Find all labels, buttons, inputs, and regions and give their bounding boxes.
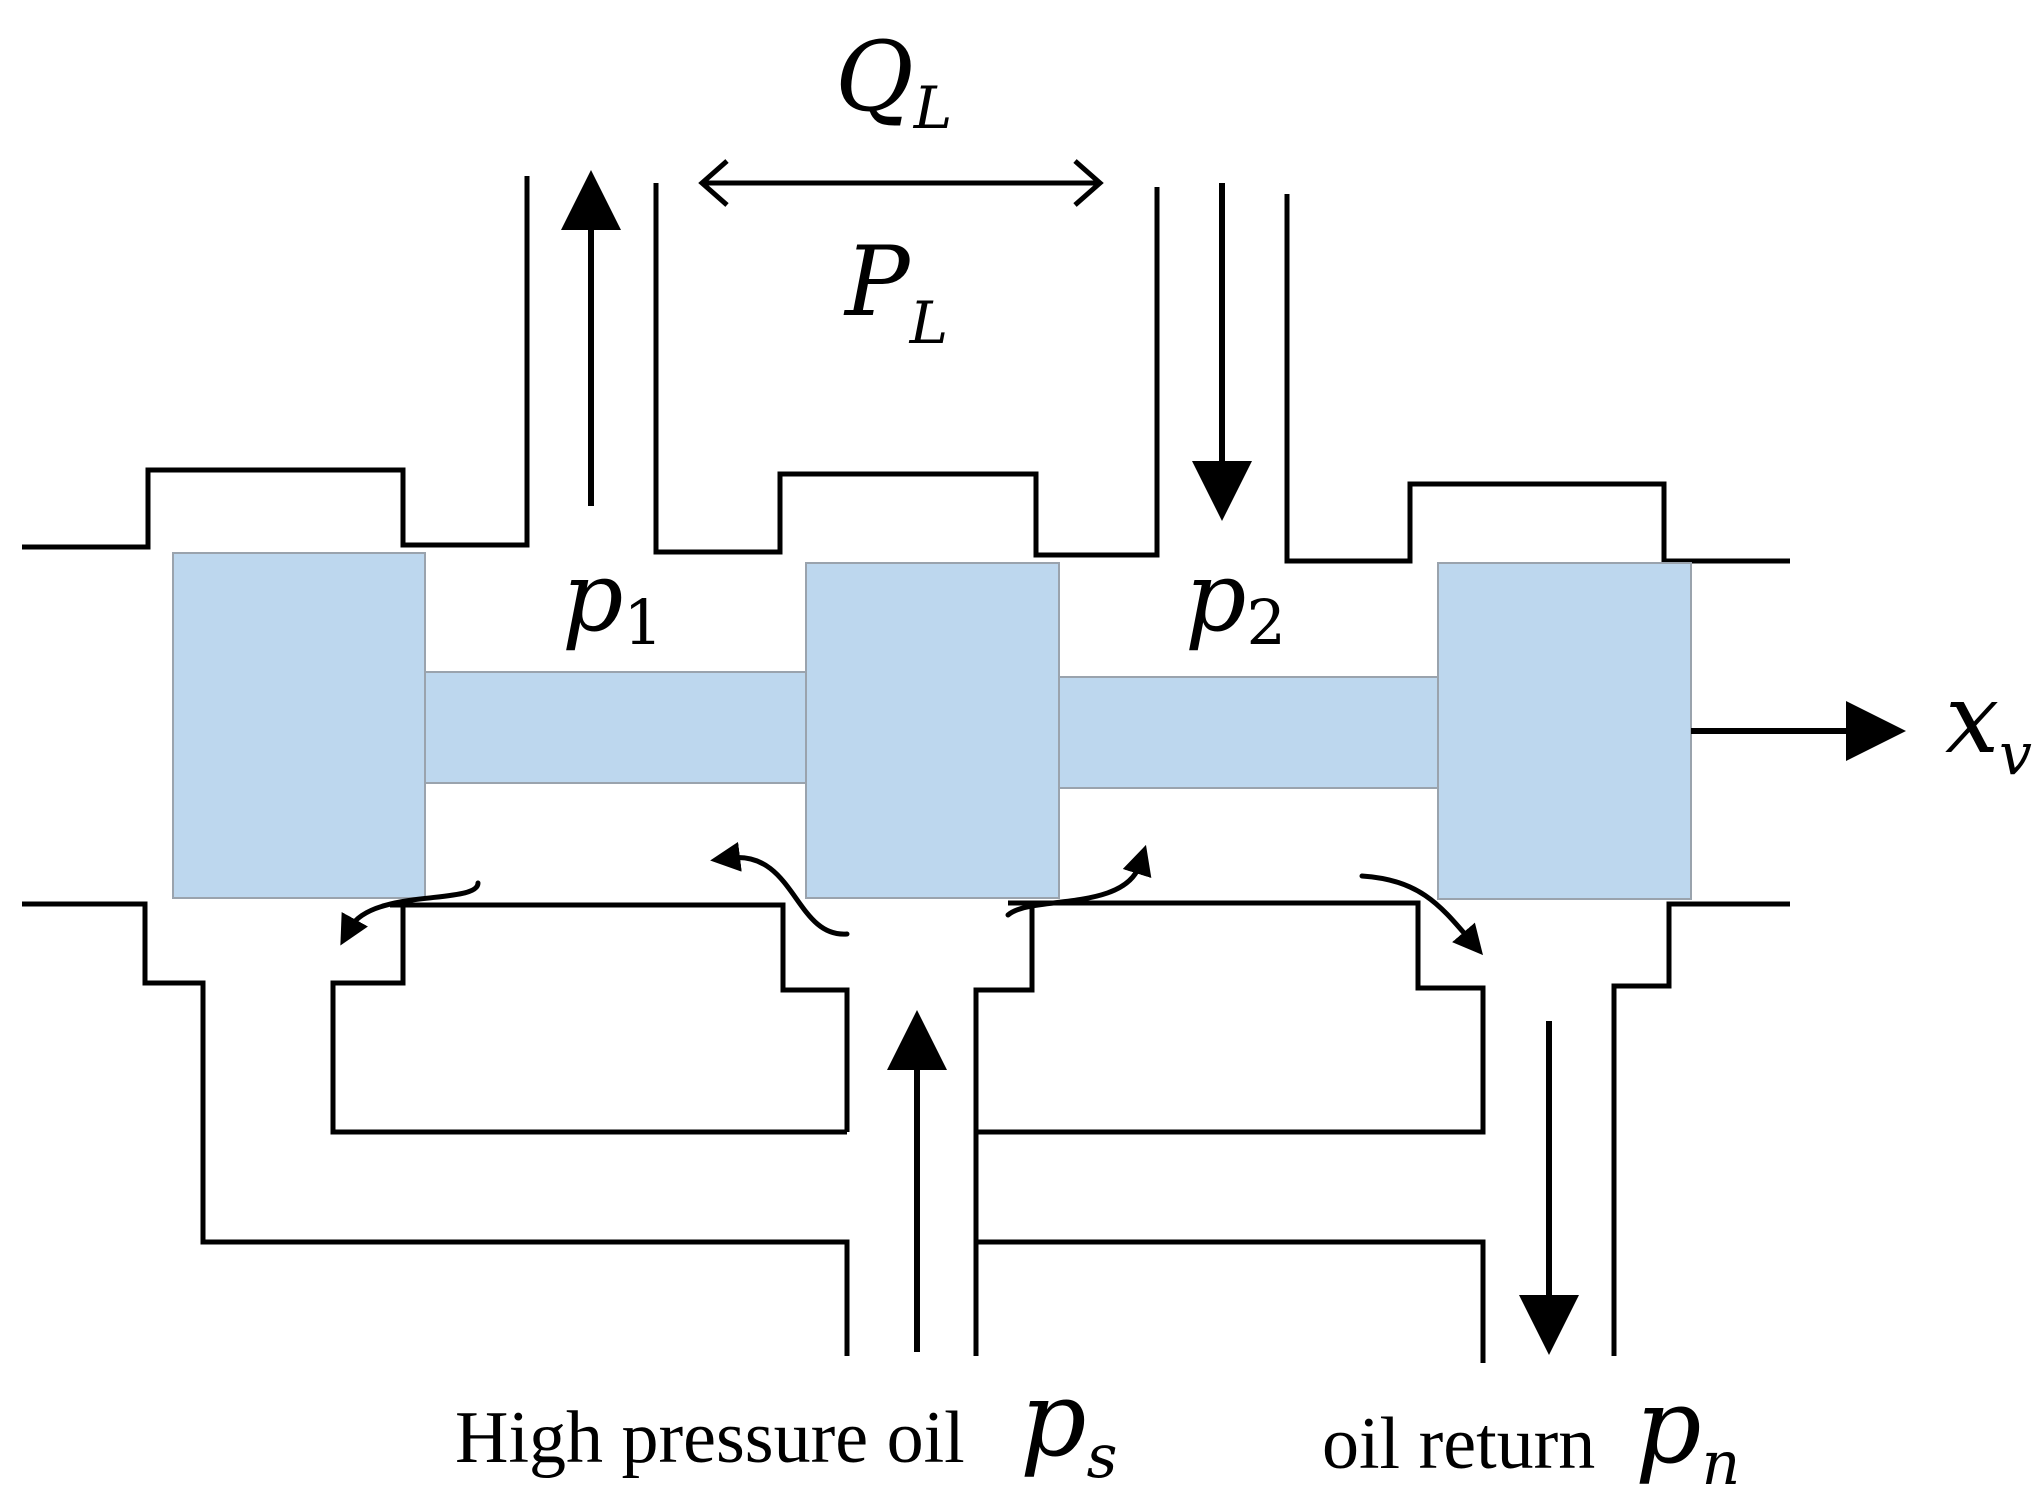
spool-land-right [1437,562,1692,900]
leak-curve-right [1359,873,1484,956]
leak-curve-middle-right [1005,844,1152,918]
svg-text:ps: ps [1020,1358,1117,1489]
flow-curves [340,841,1484,956]
chamber-2-pressure-label: p2 [1185,541,1286,659]
bottom-wall-5 [976,900,1486,1135]
svg-text:oil return: oil return [1322,1403,1595,1485]
bottom-wall-6 [976,1239,1486,1363]
leak-curve-left [340,880,481,946]
supply-label: High pressure oil ps [455,1358,1117,1489]
load-double-arrow [698,159,1104,207]
chamber-1-pressure-label: p1 [562,541,663,659]
spool-land-middle [805,562,1060,899]
spool-land-left [172,552,426,899]
bottom-wall-3 [390,902,850,1132]
top-wall-left [22,176,530,550]
leak-curve-middle-left [710,841,850,937]
spool [172,552,1692,900]
pressure-load-label: PL [843,226,948,357]
flow-load-label: QL [835,21,952,142]
top-wall-right [1284,194,1790,564]
svg-text:High pressure oil: High pressure oil [455,1397,965,1479]
return-label: oil return pn [1322,1365,1740,1489]
spool-rod-right [1055,676,1441,789]
top-wall-middle [653,183,1160,558]
spool-rod-left [424,671,810,784]
bottom-wall-1 [22,901,850,1356]
arrows [561,159,1906,1355]
bottom-wall-7 [1611,901,1790,1356]
top-housing [22,176,1790,564]
bottom-housing [22,900,1790,1363]
bottom-wall-2 [330,902,847,1135]
svg-text:pn: pn [1635,1365,1740,1489]
displacement-label: xv [1945,663,2032,788]
